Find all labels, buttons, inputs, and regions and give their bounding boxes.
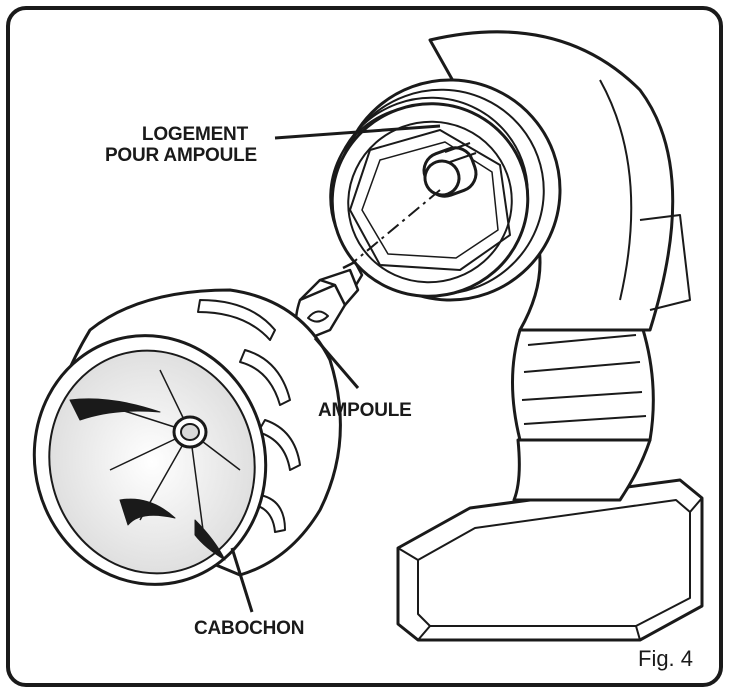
bulb-socket <box>422 142 478 198</box>
leader-lines <box>230 124 441 613</box>
flashlight-body <box>329 30 704 642</box>
label-bulb-housing: LOGEMENT POUR AMPOULE <box>100 124 280 166</box>
alignment-line <box>349 189 441 266</box>
figure-number: Fig. 4 <box>638 646 694 671</box>
leader-bulb <box>313 337 360 389</box>
label-bulb-housing-line1: LOGEMENT <box>141 124 248 145</box>
lens-cap <box>32 288 342 586</box>
label-bulb-housing-line2: POUR AMPOULE <box>104 145 258 166</box>
leader-cap <box>230 547 254 613</box>
leader-housing <box>274 124 441 140</box>
label-lens-cap: CABOCHON <box>194 618 305 639</box>
label-bulb: AMPOULE <box>318 400 412 421</box>
